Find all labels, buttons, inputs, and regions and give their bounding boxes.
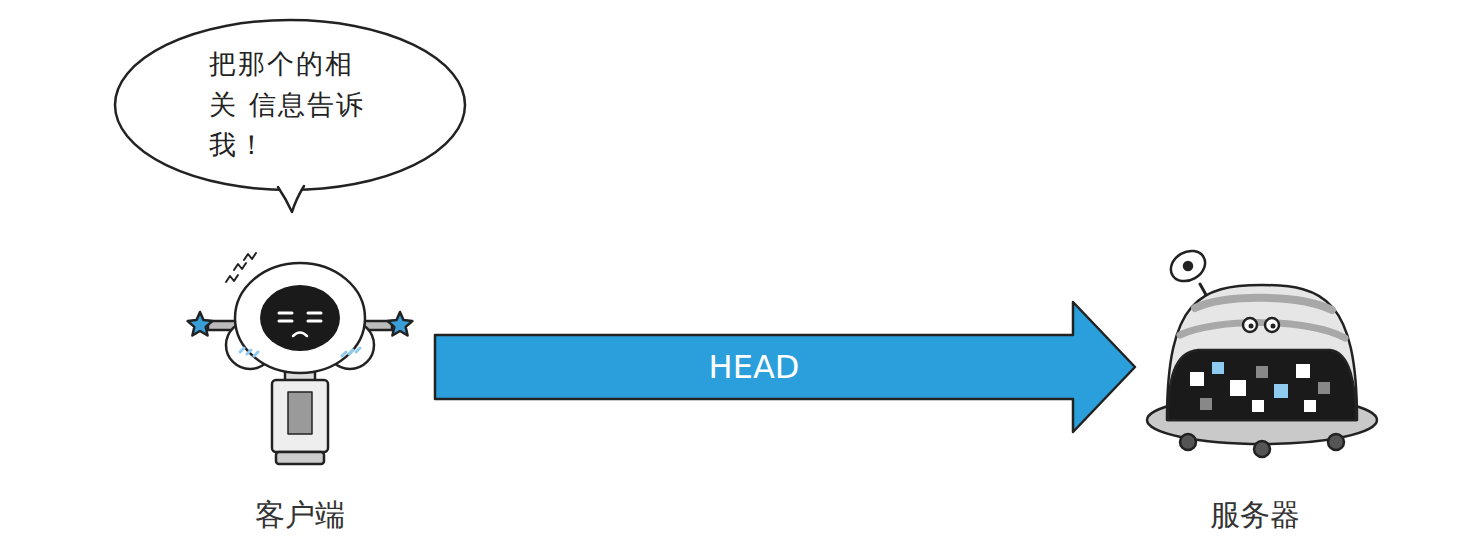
bubble-tail bbox=[278, 186, 304, 212]
figure-label: 服务器 bbox=[1135, 492, 1375, 537]
block-arrow bbox=[435, 302, 1135, 432]
bubble-body bbox=[115, 20, 465, 190]
server-robot bbox=[1147, 245, 1377, 457]
client-robot bbox=[188, 253, 413, 464]
arrow-label: HEAD bbox=[709, 348, 800, 386]
client-figure: 客户端 bbox=[165, 240, 435, 545]
speech-text: 把那个的相关 信息告诉我！ bbox=[209, 44, 379, 166]
figure-label: 客户端 bbox=[165, 492, 435, 537]
speech-bubble: 把那个的相关 信息告诉我！ bbox=[110, 15, 470, 215]
server-figure: 服务器 bbox=[1135, 240, 1375, 545]
bubble-tail-fill bbox=[276, 177, 308, 212]
